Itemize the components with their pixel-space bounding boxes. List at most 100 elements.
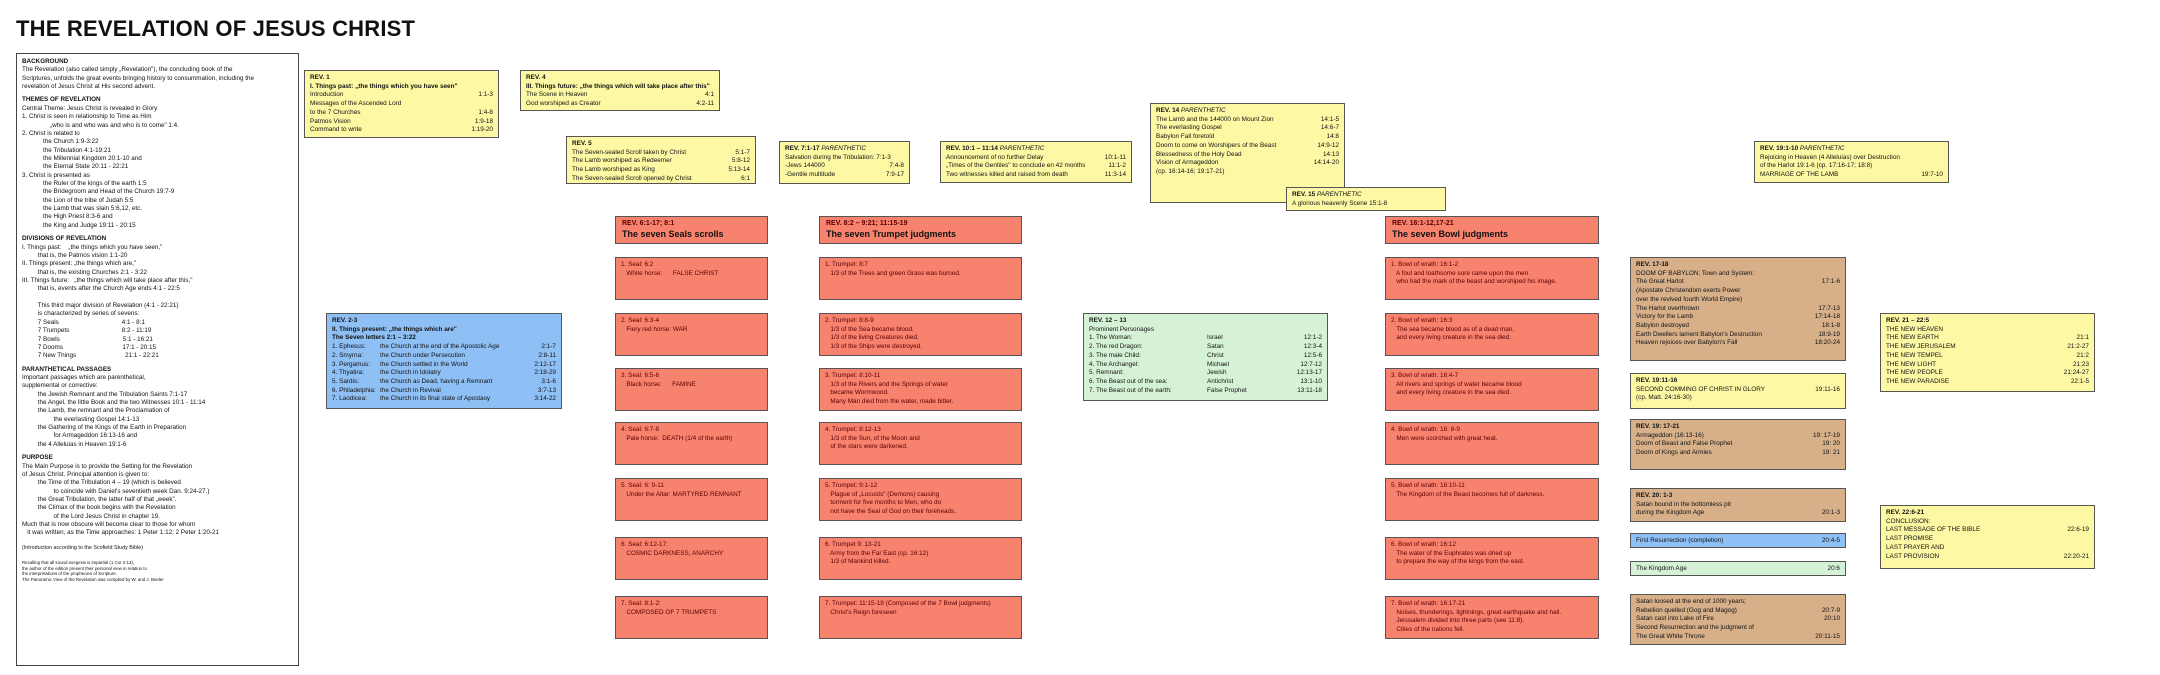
row-ref: 4:2-11 [696, 100, 714, 108]
seals-item-2: 2. Seal: 6:3-4 Fiery red horse: WAR [615, 313, 768, 356]
row-text: The Kingdom Age [1636, 565, 1687, 572]
item-text: and every living creature in the sea die… [1391, 334, 1512, 342]
seals-item-7: 7. Seal: 8:1-2: COMPOSED OF 7 TRUMPETS [615, 596, 768, 639]
row-ref: 10:1-11 [1104, 153, 1126, 161]
box-heading: REV. 15 PARENTHETIC [1292, 191, 1440, 200]
row-label: 4. The Archangel: [1089, 360, 1139, 368]
purpose-heading: PURPOSE [22, 454, 53, 462]
trumpets-item-2: 2. Trumpet: 8:8-9 1/3 of the Sea became … [819, 313, 1022, 356]
row-ref: 22:1-5 [2070, 377, 2089, 385]
row-text: Victory for the Lamb [1636, 313, 1694, 321]
row-text: LAST PRAYER AND [1886, 543, 1945, 551]
page-title: THE REVELATION OF JESUS CHRIST [16, 16, 416, 41]
trumpets-item-1: 1. Trumpet: 8:7 1/3 of the Trees and gre… [819, 257, 1022, 300]
box-row: 7. Laodicea:the Church in its final stat… [332, 395, 556, 404]
row-ref: 1:19-20 [471, 126, 493, 134]
item-title: 7. Trumpet: 11:15-19 (Composed of the 7 … [825, 600, 991, 607]
box-heading: REV. 12 – 13 [1089, 317, 1127, 324]
row-label: 1. Ephesus: [332, 343, 366, 351]
box-heading: REV. 1 [310, 74, 330, 81]
box-row: Blessedness of the Holy Dead 14:13 [1156, 151, 1339, 160]
row-ref: 14:13 [1323, 150, 1339, 158]
item-text: 1/3 of the living Creatures died. [825, 334, 919, 342]
item-title: 2. Seal: 6:3-4 [621, 317, 660, 324]
row-label: 4. Thyatira: [332, 369, 364, 377]
row-text: THE NEW PARADISE [1886, 377, 1950, 385]
seals-header: REV. 6:1-17; 8:1 The seven Seals scrolls [615, 216, 768, 244]
item-text: Fiery red horse: WAR [621, 325, 688, 333]
box-heading: REV. 7:1-17 PARENTHETIC [785, 145, 904, 154]
box-row: Two witnesses killed and raised from dea… [946, 171, 1126, 180]
purpose-text: The Main Purpose is to provide the Setti… [22, 462, 220, 537]
box-heading: II. Things present: „the things which ar… [332, 325, 457, 333]
item-title: 3. Bowl of wrath: 16:4-7 [1391, 372, 1459, 379]
bowls-header-title: The seven Bowl judgments [1392, 229, 1509, 239]
row-text: the Church settled in the World [380, 360, 468, 368]
box-row: 5. Sardis:the Church as Dead, having a R… [332, 378, 556, 387]
item-text: and every living creature in the sea die… [1391, 389, 1512, 397]
trumpets-item-3: 3. Trumpet: 8:10-11 1/3 of the Rivers an… [819, 368, 1022, 411]
row-text: Doom to come on Worshipers of the Beast [1156, 141, 1277, 149]
row-text: Antichrist [1207, 377, 1234, 385]
item-text: who had the mark of the beast and worshi… [1391, 278, 1557, 286]
box-row: God worshiped as Creator 4:2-11 [526, 100, 714, 109]
seals-header-title: The seven Seals scrolls [622, 229, 724, 239]
item-text: not have the Seal of God on their forehe… [825, 508, 957, 516]
box-row: 3. Pergamus:the Church settled in the Wo… [332, 361, 556, 370]
box-row: DOOM OF BABYLON: Town and System: [1636, 270, 1840, 279]
row-ref: 19: 21 [1822, 449, 1840, 457]
item-title: 7. Bowl of wrath: 16:17-21 [1391, 600, 1466, 607]
row-text: God worshiped as Creator [526, 100, 601, 108]
bowls-item-3: 3. Bowl of wrath: 16:4-7 All rivers and … [1385, 368, 1599, 411]
row-text: The Seven-sealed Scroll taken by Christ [572, 148, 687, 156]
box-row: THE NEW HEAVEN [1886, 326, 2089, 335]
row-ref: 21:24-27 [2063, 369, 2089, 377]
row-text: Patmos Vision [310, 117, 351, 125]
row-text: Armageddon (16:13-16) [1636, 431, 1704, 439]
row-text: The Harlot overthrown [1636, 304, 1700, 312]
seals-header-ref: REV. 6:1-17; 8:1 [622, 220, 675, 227]
intro-note: (Introduction according to the Scofield … [22, 544, 144, 551]
row-ref: 20:4-5 [1821, 537, 1840, 544]
item-title: 7. Seal: 8:1-2: [621, 600, 661, 607]
row-text: (cp. Matt. 24:16-30) [1636, 394, 1692, 402]
row-text: Heaven rejoices over Babylon's Fall [1636, 339, 1738, 347]
box-row: over the revived fourth World Empire) [1636, 296, 1840, 305]
seals-item-4: 4. Seal: 6:7-8 Pale horse: DEATH (1/4 of… [615, 422, 768, 465]
row-ref: 19:11-16 [1815, 385, 1840, 393]
row-text: Announcement of no further Delay [946, 153, 1044, 161]
row-text: Doom of Kings and Armies [1636, 449, 1712, 457]
item-text: Cities of the nations fell. [1391, 626, 1465, 634]
row-ref: 19: 20 [1822, 440, 1840, 448]
box-row: CONCLUSION: [1886, 518, 2089, 527]
row-text: THE NEW HEAVEN [1886, 325, 1944, 333]
row-label: 2. Smyrna: [332, 351, 363, 359]
row-text: DOOM OF BABYLON: Town and System: [1636, 269, 1755, 277]
row-text: False Prophet [1207, 386, 1247, 394]
box-firstres: First Resurrection (completion)20:4-5 [1630, 533, 1846, 548]
row-text: Blessedness of the Holy Dead [1156, 150, 1242, 158]
item-text: became Wormwood. [825, 389, 889, 397]
item-text: A foul and loathsome sore came upon the … [1391, 269, 1529, 277]
row-text: the Church in Revival [380, 386, 441, 394]
box-heading-note: PARENTHETIC [999, 145, 1045, 152]
row-text: -Gentile multitude [785, 171, 836, 179]
row-ref: 1:9-18 [474, 117, 493, 125]
box-row: 1. Ephesus: the Church at the end of the … [332, 343, 556, 352]
row-text: the Church at the end of the Apostolic A… [380, 343, 500, 351]
row-text: LAST PROMISE [1886, 535, 1934, 543]
item-text: The Kingdom of the Beast becomes full of… [1391, 490, 1545, 498]
row-text: The Scene in Heaven [526, 91, 588, 99]
parenthetical-text: Important passages which are parenthetic… [22, 373, 206, 448]
